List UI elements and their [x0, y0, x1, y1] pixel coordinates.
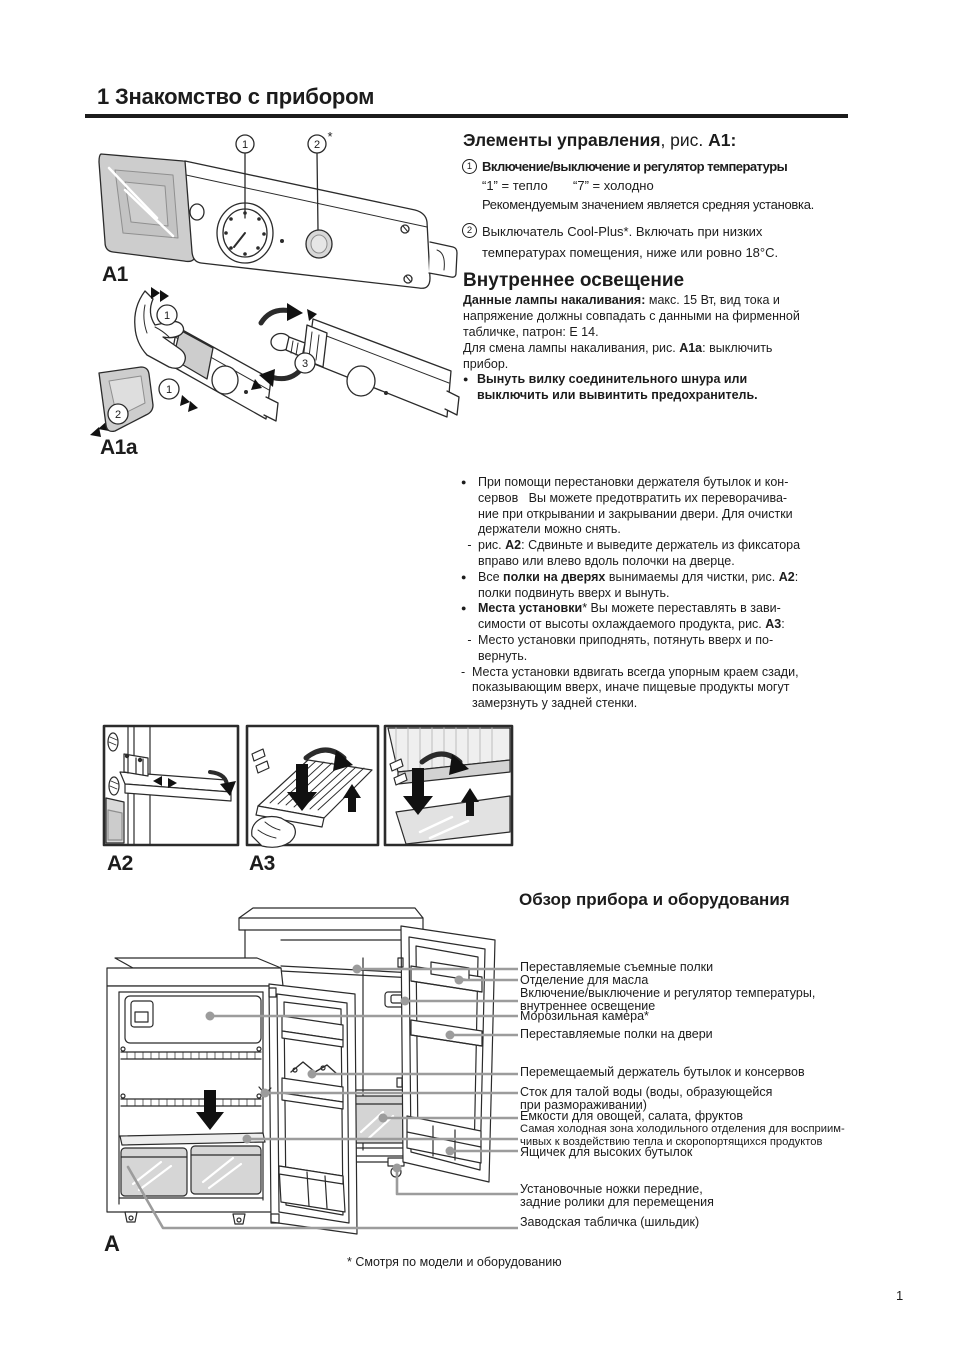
callout-1: 1: [164, 310, 170, 322]
overview-label: Включение/выключение и регулятор темпера…: [520, 986, 816, 1013]
list-item: ● Все полки на дверях вынимаемы для чист…: [461, 570, 853, 602]
bullet-icon: ●: [461, 571, 467, 582]
overview-label: Морозильная камера*: [520, 1009, 649, 1023]
front-door: [258, 983, 358, 1235]
front-foot: [124, 1211, 138, 1223]
overview-label: Емкости для овощей, салата, фруктов: [520, 1109, 743, 1123]
controls-heading-fig: A1:: [708, 130, 737, 150]
hand: [251, 815, 296, 848]
tip-text: Места установки вдвигать всегда упорным …: [472, 664, 799, 711]
back-door: [396, 925, 496, 1183]
control-item-1: 1 Включение/выключение и регулятор темпе…: [462, 157, 854, 214]
overview-label: Переставляемые съемные полки: [520, 960, 714, 974]
figure-a1a-label: A1a: [100, 436, 138, 459]
glass-plate: [119, 1132, 266, 1146]
list-item: ● Места установки* Вы можете переставлят…: [461, 601, 853, 633]
figure-a2-a3-shelves: [102, 724, 514, 848]
overview-label: Ящичек для высоких бутылок: [520, 1145, 693, 1159]
list-item: - Места установки вдвигать всегда упорны…: [461, 665, 853, 712]
tip-text: рис. A2: Сдвиньте и выведите держатель и…: [478, 538, 801, 568]
model-footnote: * Смотря по модели и оборудованию: [347, 1255, 562, 1269]
circled-2-icon: 2: [462, 223, 477, 238]
overview-label: Перемещаемый держатель бутылок и консерв…: [520, 1065, 805, 1079]
tip-text: При помощи перестановки держателя бутыло…: [478, 475, 793, 537]
overview-label: Заводская табличка (шильдик): [520, 1215, 700, 1229]
bullet-icon: ●: [461, 603, 467, 614]
controls-heading-bold: Элементы управления: [463, 130, 661, 150]
figure-a-appliance-overview: [106, 907, 518, 1235]
figure-a-label: A: [104, 1231, 120, 1256]
bullet-icon: ●: [461, 477, 467, 487]
lighting-heading: Внутреннее освещение: [463, 270, 685, 291]
figure-a3-label: A3: [249, 852, 275, 875]
cool-plus-button: [305, 229, 333, 259]
controls-heading-mid: , рис.: [660, 130, 709, 150]
crisper-drawer: [190, 1145, 262, 1195]
callout-1: 1: [242, 139, 248, 151]
figure-a1-control-panel: 1 2 *: [98, 130, 458, 289]
light-bulb: [270, 332, 306, 358]
leader-lines: [126, 964, 518, 1230]
back-fridge: [238, 907, 424, 1178]
header-rule: [85, 114, 848, 118]
callout-2: 2: [314, 139, 320, 151]
overview-label: Отделение для масла: [520, 973, 649, 987]
tips-list: ● При помощи перестановки держателя буты…: [461, 475, 853, 712]
tip-text: Все полки на дверях вынимаемы для чистки…: [478, 569, 799, 600]
dash-icon: -: [467, 538, 472, 553]
circled-1-icon: 1: [462, 159, 477, 174]
overview-label: Самая холодная зона холодильного отделен…: [520, 1123, 845, 1148]
page-number: 1: [896, 1288, 904, 1303]
callout-1b: 1: [166, 384, 172, 396]
page-title: 1 Знакомство с прибором: [97, 84, 375, 109]
callout-3: 3: [302, 358, 308, 370]
control-item-1-line3: Рекомендуемым значением является средняя…: [482, 197, 814, 212]
lighting-bullet: ● Вынуть вилку соединительного шнура или…: [463, 371, 855, 403]
tip-text: Места установки* Вы можете переставлять …: [478, 601, 785, 632]
freezer-compartment: [124, 995, 262, 1044]
callout-2: 2: [115, 409, 121, 421]
overview-label: Переставляемые полки на двери: [520, 1027, 713, 1041]
dash-icon: -: [467, 632, 472, 647]
list-item: ● При помощи перестановки держателя буты…: [461, 475, 853, 538]
overview-heading: Обзор прибора и оборудования: [519, 890, 790, 909]
figure-a1a-lamp-replacement: 1 1 2 3: [90, 287, 460, 437]
control-item-2: 2 Выключатель Cool-Plus*. Включать при н…: [462, 221, 854, 263]
bullet-icon: ●: [463, 374, 469, 384]
control-item-1-line1: Включение/выключение и регулятор темпера…: [482, 159, 788, 174]
control-item-1-line2: “1” = тепло “7” = холодно: [482, 178, 654, 193]
figure-a1-label: A1: [102, 263, 128, 286]
front-foot: [232, 1213, 246, 1225]
dash-icon: -: [461, 664, 466, 679]
overview-label: Сток для талой воды (воды, образующейся …: [520, 1085, 773, 1112]
control-item-2-text: Выключатель Cool-Plus*. Включать при низ…: [482, 224, 779, 260]
list-item: - рис. A2: Сдвиньте и выведите держатель…: [461, 538, 853, 570]
figure-a2-label: A2: [107, 852, 133, 875]
lighting-paragraph: Данные лампы накаливания: макс. 15 Вт, в…: [463, 293, 800, 371]
overview-label: Установочные ножки передние, задние роли…: [520, 1182, 714, 1209]
front-fridge: [106, 957, 284, 1225]
controls-heading: Элементы управления, рис. A1:: [463, 130, 736, 151]
cold-zone-arrow-icon: [196, 1090, 224, 1130]
list-item: - Место установки приподнять, потянуть в…: [461, 633, 853, 665]
tip-text: Место установки приподнять, потянуть вве…: [478, 632, 774, 663]
lighting-bullet-text: Вынуть вилку соединительного шнура или в…: [477, 372, 758, 402]
callout-2-asterisk: *: [327, 130, 332, 144]
